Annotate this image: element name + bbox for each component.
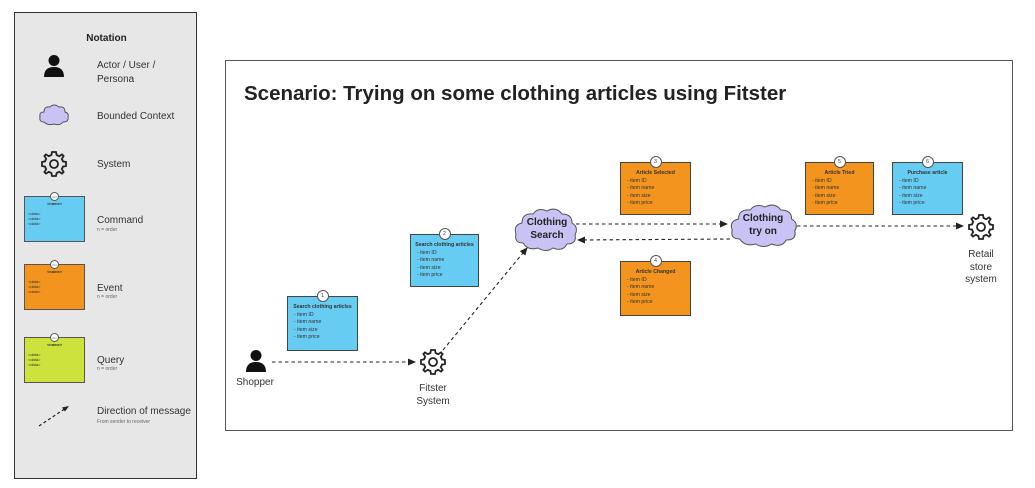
- legend-command-label: Command: [97, 215, 144, 226]
- legend-command-data: <data>: [28, 221, 41, 226]
- note-line: - item size: [417, 264, 441, 271]
- actor-icon: [44, 55, 64, 77]
- shopper-label: Shopper: [236, 377, 274, 388]
- legend-command-pin: <n>: [50, 192, 59, 201]
- note-title: Article Tried: [824, 170, 855, 176]
- command-note-1: 1 Search clothing articles - item ID - i…: [287, 290, 358, 351]
- legend-actor-label: Actor / User / Persona: [97, 60, 156, 85]
- note-line: - item price: [627, 200, 653, 207]
- legend-query-name: <name>: [46, 342, 63, 347]
- note-line: - item price: [899, 200, 925, 207]
- legend-query-sub: n = order: [97, 366, 118, 372]
- note-line: - item name: [899, 185, 927, 192]
- note-line: - item price: [812, 200, 838, 207]
- event-note-5: 5 Article Tried - item ID - item name - …: [805, 156, 874, 215]
- clothing-tryon-context: [730, 204, 797, 247]
- note-number-badge: 5: [833, 156, 846, 168]
- legend-query-data: <data>: [28, 362, 41, 367]
- legend-event-pin: <n>: [50, 260, 59, 269]
- note-number-badge: 4: [649, 255, 662, 267]
- legend-direction-label: Direction of message: [97, 406, 191, 417]
- note-title: Purchase article: [907, 170, 948, 176]
- legend-query-data: <data>: [28, 357, 41, 362]
- note-line: - item ID: [812, 177, 832, 184]
- legend-event-sub: n = order: [97, 294, 118, 300]
- legend-event-label: Event: [97, 283, 123, 294]
- note-line: - item ID: [899, 177, 919, 184]
- legend-event-data: <data>: [28, 279, 41, 284]
- clothing-search-label: Clothing Search: [526, 217, 568, 241]
- legend-query-label: Query: [97, 355, 125, 366]
- legend-title: Notation: [86, 33, 127, 44]
- scenario-frame: [225, 60, 1013, 431]
- clothing-search-context: [514, 208, 577, 251]
- note-line: - item name: [812, 185, 840, 192]
- note-line: - item ID: [627, 276, 647, 283]
- legend-command-note: <n> <name> <data> <data> <data>: [24, 192, 85, 242]
- note-line: - item name: [627, 284, 655, 291]
- note-title: Search clothing articles: [293, 304, 352, 310]
- note-line: - item name: [294, 319, 322, 326]
- arrow-fitster-to-search: [442, 247, 528, 351]
- shopper-actor-icon: [246, 350, 266, 372]
- legend-event-data: <data>: [28, 284, 41, 289]
- note-line: - item size: [899, 192, 923, 199]
- note-line: - item ID: [627, 177, 647, 184]
- note-line: - item size: [627, 291, 651, 298]
- note-number-badge: 2: [438, 228, 451, 240]
- note-line: - item size: [294, 326, 318, 333]
- legend-event-note: <n> <name> <data> <data> <data>: [24, 260, 85, 310]
- legend-query-data: <data>: [28, 352, 41, 357]
- note-line: - item ID: [417, 249, 437, 256]
- legend-event-name: <name>: [46, 269, 63, 274]
- legend-command-name: <name>: [46, 201, 63, 206]
- legend-bounded-context-label: Bounded Context: [97, 111, 175, 122]
- legend-command-data: <data>: [28, 211, 41, 216]
- legend-direction-sub: From sender to receiver: [97, 419, 151, 425]
- note-title: Search clothing articles: [415, 242, 474, 248]
- legend-event-data: <data>: [28, 289, 41, 294]
- command-note-6: 6 Purchase article - item ID - item name…: [892, 156, 963, 215]
- fitster-system-gear-icon: [420, 349, 446, 375]
- legend-query-note: <n> <name> <data> <data> <data>: [24, 333, 85, 383]
- note-line: - item price: [627, 299, 653, 306]
- note-line: - item price: [417, 272, 443, 279]
- note-line: - item ID: [294, 311, 314, 318]
- note-line: - item price: [294, 334, 320, 341]
- direction-arrow-icon: [38, 406, 69, 427]
- notation-legend: Notation: [14, 12, 197, 479]
- note-line: - item size: [812, 192, 836, 199]
- note-line: - item name: [627, 185, 655, 192]
- retail-system-gear-icon: [968, 214, 994, 240]
- fitster-system-label: Fitster System: [416, 383, 450, 407]
- retail-system-label: Retail store system: [965, 249, 997, 285]
- note-number-badge: 6: [921, 156, 934, 168]
- command-note-2: 2 Search clothing articles - item ID - i…: [410, 228, 479, 287]
- note-line: - item size: [627, 192, 651, 199]
- legend-system-label: System: [97, 159, 131, 170]
- note-title: Article Selected: [636, 170, 675, 176]
- arrow-tryon-to-search: [577, 236, 731, 244]
- legend-query-pin: <n>: [50, 333, 59, 342]
- legend-command-sub: n = order: [97, 227, 118, 233]
- legend-command-data: <data>: [28, 216, 41, 221]
- note-title: Article Changed: [635, 269, 676, 275]
- scenario-title: Scenario: Trying on some clothing articl…: [244, 82, 787, 105]
- clothing-tryon-label: Clothing try on: [742, 213, 784, 237]
- system-gear-icon: [41, 151, 67, 177]
- note-line: - item name: [417, 257, 445, 264]
- event-note-4: 4 Article Changed - item ID - item name …: [620, 255, 691, 316]
- note-number-badge: 3: [649, 156, 662, 168]
- bounded-context-icon: [39, 104, 69, 126]
- note-number-badge: 1: [316, 290, 329, 302]
- event-note-3: 3 Article Selected - item ID - item name…: [620, 156, 691, 215]
